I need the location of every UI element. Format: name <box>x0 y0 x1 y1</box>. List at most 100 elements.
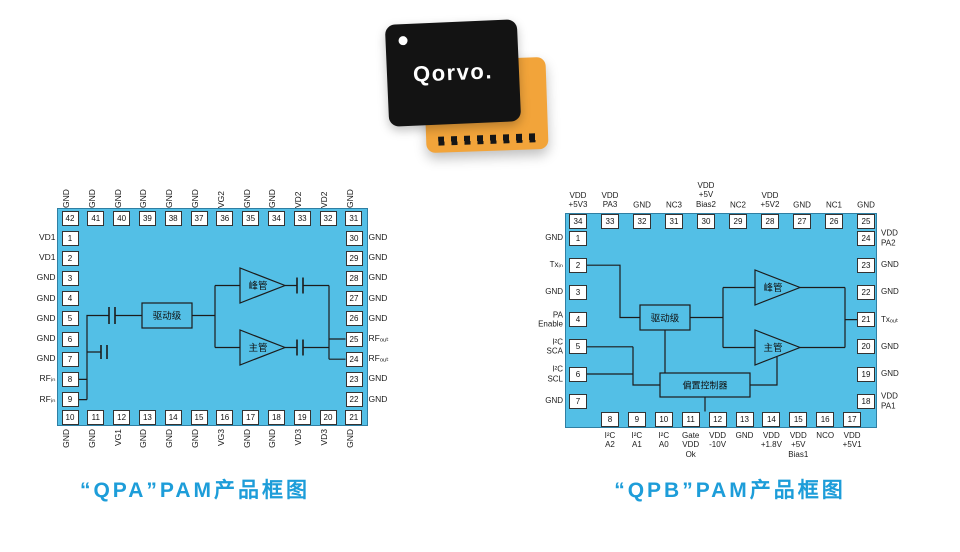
qpb-pin-14: 14 <box>762 411 781 427</box>
qpa-pin-label-18: GND <box>267 428 278 448</box>
qpb-pin-label-3: GND <box>545 287 563 297</box>
qpa-pin-label-21: GND <box>344 428 355 448</box>
qpa-pin-label-25: RFₒᵤₜ <box>368 333 389 344</box>
qpb-wires <box>587 264 857 412</box>
qpa-pin-label-38: GND <box>164 188 175 208</box>
qpa-pin-3: 3 <box>61 270 79 286</box>
qpb-pin-12: 12 <box>708 411 727 427</box>
qpb-caption: “QPB”PAM产品框图 <box>614 479 846 502</box>
qpa-caption: “QPA”PAM产品框图 <box>79 479 311 502</box>
qpa-pin-label-12: VG1 <box>112 428 123 446</box>
chip-photo: Qorvo. <box>384 15 563 157</box>
qpb-pin-label-33: VDD PA3 <box>601 190 619 209</box>
qpb-pin-label-34: VDD +5V3 <box>568 190 588 209</box>
qpa-pin-label-42: GND <box>61 188 71 208</box>
qpa-pin-label-24: RFₒᵤₜ <box>368 353 389 364</box>
qpb-pin-label-26: NC1 <box>825 199 842 209</box>
qpa-pin-34: 34 <box>267 210 285 226</box>
qpa-pin-11: 11 <box>87 409 105 425</box>
qpa-pin-37: 37 <box>190 210 208 226</box>
qpa-pin-36: 36 <box>216 210 234 226</box>
qpb-pin-label-32: GND <box>633 199 651 209</box>
qpa-pin-22: 22 <box>345 392 363 408</box>
qpb-pin-label-23: GND <box>881 260 899 270</box>
qpa-pin-label-11: GND <box>86 428 97 448</box>
qpb-pin-label-13: GND <box>735 430 754 440</box>
qpb-pin-label-19: GND <box>881 369 899 379</box>
peak-amp-triangle <box>754 269 802 306</box>
qpa-pin-1: 1 <box>61 230 79 246</box>
qpa-pin-label-7: GND <box>36 353 56 364</box>
capacitor-icons <box>100 277 304 359</box>
qpb-chip-body <box>565 213 877 428</box>
qpb-signal-wires <box>587 264 857 412</box>
qpa-pin-38: 38 <box>164 210 182 226</box>
qpb-pin-label-6: I²C SCL <box>547 364 563 383</box>
qpa-pin-41: 41 <box>87 210 105 226</box>
qpa-pin-15: 15 <box>190 409 208 425</box>
qpa-pin-19: 19 <box>293 409 311 425</box>
qpa-pin-8: 8 <box>61 371 79 387</box>
main-amp-triangle <box>239 329 287 366</box>
qpb-pin-6: 6 <box>569 366 587 382</box>
qpb-pin-label-5: I²C SCA <box>546 337 563 356</box>
qpa-pin-label-3: GND <box>36 272 56 283</box>
qpa-pin-33: 33 <box>293 210 311 226</box>
qpa-pin-label-9: RFᵢₙ <box>39 393 56 404</box>
qpb-pin-31: 31 <box>665 213 683 229</box>
qpb-pin-label-4: PA Enable <box>538 310 563 329</box>
qpb-pin-label-24: VDD PA2 <box>881 228 898 247</box>
qpa-pin-label-22: GND <box>368 393 388 404</box>
qpa-pin-label-6: GND <box>36 333 56 344</box>
qpa-pin-23: 23 <box>345 371 363 387</box>
qpb-pin-5: 5 <box>569 339 587 355</box>
qpa-pin-label-28: GND <box>368 272 388 283</box>
qpb-pin-26: 26 <box>825 213 843 229</box>
qpb-pin-16: 16 <box>816 411 835 427</box>
peak-amp-triangle <box>239 267 287 304</box>
qpa-pin-4: 4 <box>61 291 79 307</box>
driver-stage-box <box>639 304 691 331</box>
qpa-pin-label-35: GND <box>241 188 252 208</box>
qpb-pin-30: 30 <box>697 213 715 229</box>
qpb-pin-4: 4 <box>569 312 587 328</box>
qpa-pin-label-26: GND <box>368 312 388 323</box>
qpb-pin-label-11: Gate VDD Ok <box>682 430 700 459</box>
qpb-pin-23: 23 <box>857 257 875 273</box>
qpa-pin-label-33: VD2 <box>293 190 304 208</box>
qpb-pin-label-18: VDD PA1 <box>881 391 898 411</box>
qpb-pin-label-25: GND <box>857 199 875 209</box>
chip-castellation-pads-icon <box>438 133 537 146</box>
qpb-pin-20: 20 <box>857 339 875 355</box>
qpa-pin-35: 35 <box>242 210 260 226</box>
bias-controller-box <box>659 372 751 398</box>
qpb-pin-28: 28 <box>761 213 779 229</box>
qpa-pin-27: 27 <box>345 291 363 307</box>
qpa-signal-wires <box>79 284 346 401</box>
qpa-pin-label-14: GND <box>164 428 175 448</box>
qpa-pin-18: 18 <box>267 409 285 425</box>
qpa-pin-2: 2 <box>61 250 79 266</box>
qpa-pin-label-23: GND <box>368 373 388 384</box>
qpb-pin-34: 34 <box>569 213 587 229</box>
qpb-pin-label-9: I²C A1 <box>631 430 643 450</box>
driver-stage-label: 驱动级 <box>651 313 680 325</box>
chip-package-front: Qorvo. <box>384 19 522 127</box>
qpb-pin-label-31: NC3 <box>665 199 682 209</box>
qpa-pin-9: 9 <box>61 392 79 408</box>
qpa-pin-7: 7 <box>61 351 79 367</box>
qpa-pin-32: 32 <box>319 210 337 226</box>
qpa-pin-26: 26 <box>345 311 363 327</box>
qpb-pin-19: 19 <box>857 366 875 382</box>
qpb-pin-13: 13 <box>735 411 754 427</box>
qpb-pin-9: 9 <box>627 411 646 427</box>
qpb-pin-label-7: GND <box>545 396 563 406</box>
qpb-pin-label-27: GND <box>793 199 811 209</box>
qpa-pin-label-40: GND <box>112 188 123 208</box>
qpa-pin-21: 21 <box>345 409 363 425</box>
peak-amp-label: 峰管 <box>248 280 267 292</box>
qpa-pin-label-27: GND <box>368 292 388 303</box>
